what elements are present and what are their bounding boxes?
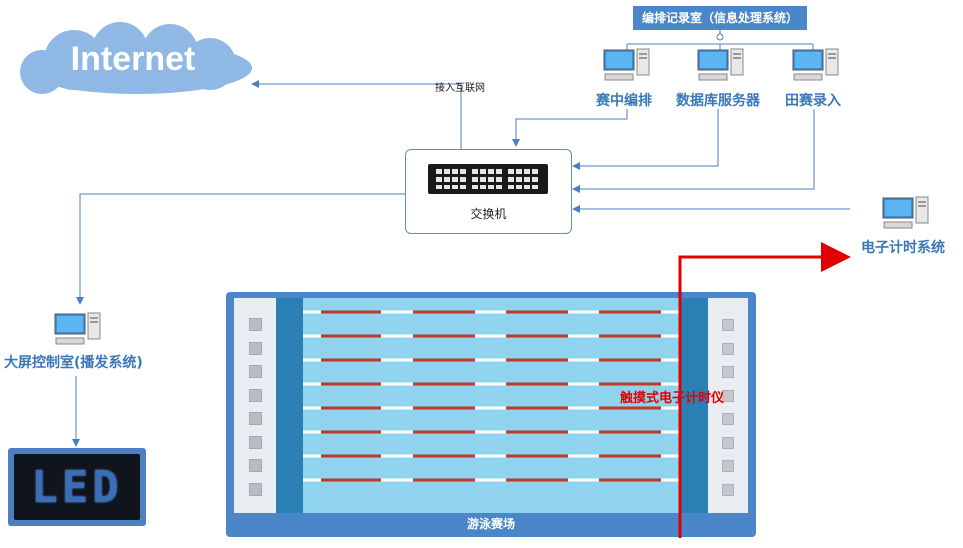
lane-ropes — [303, 310, 680, 482]
switch-label: 交换机 — [470, 207, 507, 221]
computer-icon — [697, 48, 744, 81]
starting-block — [249, 365, 262, 378]
starting-block — [249, 412, 262, 425]
starting-block — [249, 341, 262, 355]
display-control-label: 大屏控制室(播发系统) — [4, 355, 143, 371]
pool-label: 游泳赛场 — [466, 517, 515, 531]
pool-deck-left — [234, 298, 276, 513]
network-switch-icon — [428, 164, 548, 194]
database-server-label: 数据库服务器 — [676, 93, 760, 109]
pool-deck-right — [708, 298, 748, 513]
scheduling-label: 赛中编排 — [596, 93, 652, 109]
led-screen: LED — [8, 448, 146, 526]
touchpad-marker — [722, 436, 734, 449]
internet-cloud-icon — [20, 22, 252, 94]
touchpad-marker — [722, 342, 734, 355]
touchpad-marker — [722, 366, 734, 378]
starting-block — [249, 459, 262, 472]
starting-block — [249, 482, 262, 496]
touchpad-marker — [722, 460, 734, 472]
pool-water — [303, 298, 680, 513]
touchpad-wall — [680, 298, 708, 513]
led-text: LED — [14, 454, 140, 520]
editing-room-title: 编排记录室（信息处理系统） — [633, 6, 807, 30]
internet-link-label: 接入互联网 — [435, 83, 485, 94]
computer-icon — [792, 48, 839, 81]
computer-icon — [603, 48, 650, 81]
touchpad-marker — [722, 389, 734, 402]
touchpad-marker — [722, 413, 734, 425]
computer-icon — [54, 312, 101, 345]
starting-block — [249, 435, 262, 449]
touchpad-timer-label: 触摸式电子计时仪 — [620, 391, 725, 406]
touchpad-marker — [722, 319, 734, 331]
computer-icon — [882, 196, 929, 229]
starting-block — [249, 388, 262, 402]
timing-system-label: 电子计时系统 — [861, 240, 945, 256]
starting-block — [249, 318, 262, 331]
internet-label: Internet — [70, 40, 196, 78]
touchpad-marker — [722, 483, 734, 496]
field-entry-label: 田赛录入 — [785, 93, 841, 109]
pool-wall-left — [276, 298, 303, 513]
